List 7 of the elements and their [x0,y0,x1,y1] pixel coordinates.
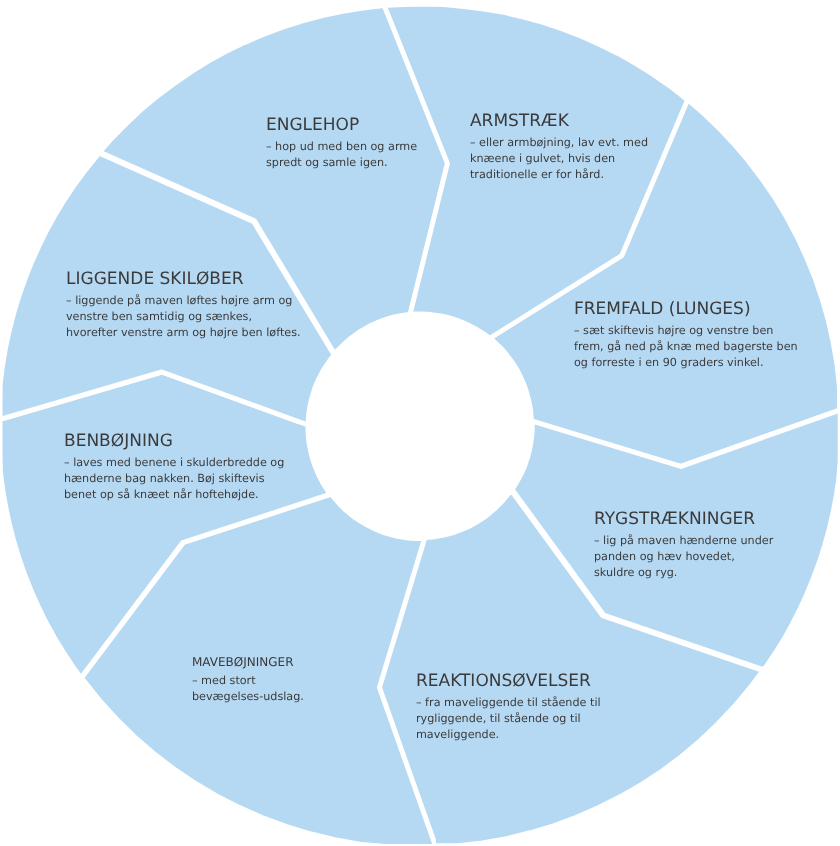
segment-heading: RYGSTRÆKNINGER [593,509,758,530]
segment-heading: LIGGENDE SKILØBER [66,269,246,290]
segment-heading: BENBØJNING [64,431,175,452]
segment-heading: ARMSTRÆK [469,112,571,132]
segment-heading: ENGLEHOP [265,116,362,136]
segment-heading: FREMFALD (LUNGES) [573,299,753,320]
segment-heading: REAKTIONSØVELSER [415,671,593,692]
